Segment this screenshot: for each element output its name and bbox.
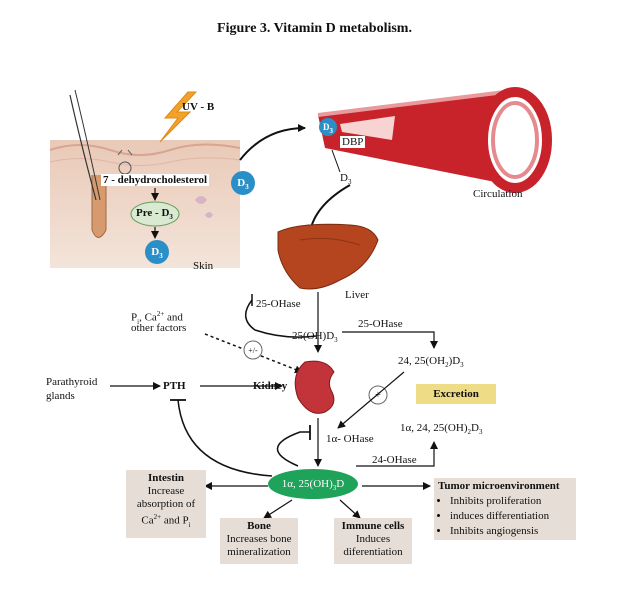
bone-box: Bone Increases bone mineralization xyxy=(220,518,298,564)
dehydrocholesterol-label: 7 - dehydrocholesterol xyxy=(101,174,210,186)
vessel-d3-circle: D3 xyxy=(319,118,337,136)
tumor-item: induces differentiation xyxy=(450,509,576,524)
parathyroid-label: Parathyroid xyxy=(46,376,98,388)
kidney-label: Kidney xyxy=(253,380,288,392)
circulation-label: Circulation xyxy=(473,188,523,200)
bone-line1: Increases bone xyxy=(226,533,292,545)
skin-d3-circle: D3 xyxy=(145,240,169,264)
factors-label: Pi, Ca2+ and xyxy=(131,310,183,326)
tumor-box: Tumor microenvironment Inhibits prolifer… xyxy=(434,478,576,540)
skin-label: Skin xyxy=(193,260,214,272)
immune-line1: Induces xyxy=(355,533,391,545)
tumor-list: Inhibits proliferation induces different… xyxy=(434,494,576,539)
metabolite-24-25-label: 24, 25(OH2)D3 xyxy=(398,355,464,370)
pth-label: PTH xyxy=(163,380,186,392)
tumor-item: Inhibits proliferation xyxy=(450,494,576,509)
uvb-label: UV - B xyxy=(182,101,215,113)
immune-title: Immune cells xyxy=(341,520,405,532)
kidney-illustration xyxy=(294,360,335,414)
free-d3-circle: D3 xyxy=(231,171,255,195)
calcitriol-oval: 1α, 25(OH)3D xyxy=(268,469,358,499)
bone-line2: mineralization xyxy=(227,546,291,558)
excretion-box: Excretion xyxy=(416,384,496,404)
trihydroxy-label: 1α, 24, 25(OH)2D3 xyxy=(400,422,483,437)
liver-label: Liver xyxy=(345,289,369,301)
plus-symbol: + xyxy=(375,390,381,401)
enzyme-24-label: 24-OHase xyxy=(372,454,417,466)
intestin-box: Intestin Increase absorption of Ca2+ and… xyxy=(126,470,206,538)
factors-label-2: other factors xyxy=(131,322,187,334)
liver-enzyme-label: 25-OHase xyxy=(256,298,301,310)
blood-vessel-illustration xyxy=(317,87,552,193)
parathyroid-label-2: glands xyxy=(46,390,75,402)
regulation-symbol: +/- xyxy=(248,346,258,355)
regulation-circle xyxy=(243,340,263,360)
immune-line2: diferentiation xyxy=(343,546,403,558)
intestin-title: Intestin xyxy=(147,472,185,484)
tumor-title: Tumor microenvironment xyxy=(438,480,560,492)
tumor-item: Inhibits angiogensis xyxy=(450,524,576,539)
dbp-label: DBP xyxy=(340,136,366,148)
pre-d3-oval xyxy=(130,201,180,227)
pre-d3-label: Pre - D3 xyxy=(136,207,173,222)
intestin-line2: absorption of xyxy=(136,498,196,510)
liver-product-label: 25(OH)D3 xyxy=(292,330,338,345)
liver-illustration xyxy=(277,223,379,290)
uvb-lightning-icon xyxy=(159,91,198,143)
intestin-line1: Increase xyxy=(147,485,185,497)
one-alpha-ohase-label: 1α- OHase xyxy=(326,433,374,445)
bone-title: Bone xyxy=(247,520,271,532)
intestin-line3: Ca2+ and Pi xyxy=(141,513,191,529)
immune-box: Immune cells Induces diferentiation xyxy=(334,518,412,564)
figure-title: Figure 3. Vitamin D metabolism. xyxy=(217,21,412,36)
side-25ohase-label: 25-OHase xyxy=(358,318,403,330)
vessel-d3-label: D3 xyxy=(340,172,352,187)
